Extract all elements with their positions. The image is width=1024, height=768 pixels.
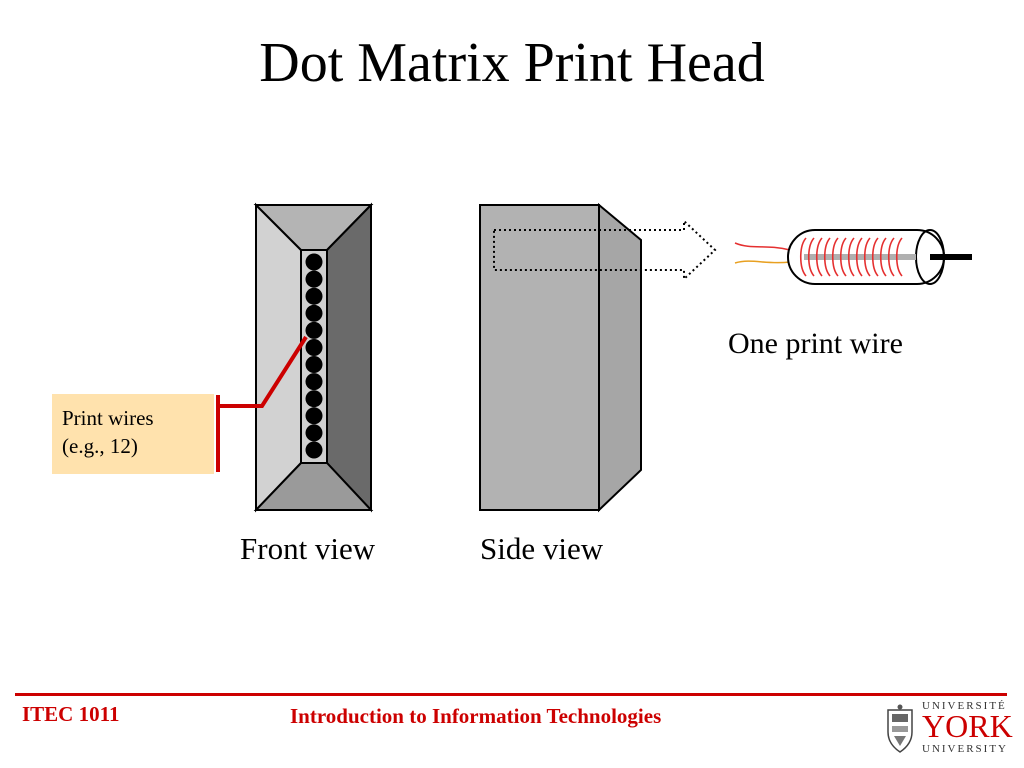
footer-divider — [15, 693, 1007, 696]
coil-winding — [831, 237, 839, 277]
solenoid-coil — [799, 237, 903, 277]
callout-line-1: Print wires — [62, 406, 154, 430]
course-code: ITEC 1011 — [22, 702, 120, 726]
logo-top-text: UNIVERSITÉ — [922, 700, 1007, 712]
print-pins — [305, 253, 323, 459]
slide-title: Dot Matrix Print Head — [259, 32, 765, 94]
york-crest-icon — [887, 704, 913, 753]
side-view-front-face — [479, 204, 600, 511]
callout-line-2: (e.g., 12) — [62, 434, 138, 458]
side-view-label: Side view — [480, 531, 604, 566]
front-view-right-face — [326, 202, 372, 513]
print-pin — [305, 339, 323, 356]
coil-winding — [887, 237, 895, 277]
print-pin — [305, 253, 323, 271]
coil-winding — [839, 237, 847, 277]
coil-winding — [815, 237, 823, 277]
side-view-side-face — [598, 202, 642, 513]
print-pin — [305, 441, 323, 459]
coil-winding — [871, 237, 879, 277]
print-wires-callout: Print wires (e.g., 12) — [52, 394, 214, 474]
coil-winding — [863, 237, 871, 277]
logo-bottom-text: UNIVERSITY — [922, 743, 1008, 755]
print-pin — [305, 321, 323, 339]
dotted-arrow — [493, 218, 717, 282]
coil-winding — [847, 237, 855, 277]
course-name: Introduction to Information Technologies — [290, 704, 662, 728]
print-pin — [305, 390, 323, 408]
front-view-label: Front view — [240, 531, 376, 566]
print-pin — [305, 407, 323, 425]
print-pin — [305, 424, 323, 442]
coil-winding — [823, 237, 831, 277]
coil-winding — [895, 237, 903, 277]
coil-winding — [879, 237, 887, 277]
coil-winding — [799, 237, 807, 277]
one-print-wire-label: One print wire — [728, 327, 903, 360]
print-pin — [305, 373, 323, 391]
side-view-print-head — [479, 202, 717, 513]
print-wires-pointer — [216, 335, 308, 472]
print-pin — [305, 287, 323, 305]
coil-winding — [855, 237, 863, 277]
print-pin — [305, 270, 323, 288]
print-wire-solenoid — [734, 229, 972, 285]
solenoid-core — [804, 254, 916, 260]
coil-winding — [807, 237, 815, 277]
logo-main-text: YORK — [922, 708, 1013, 744]
print-pin — [305, 356, 323, 373]
front-view-print-head — [253, 202, 374, 513]
york-university-logo: UNIVERSITÉ YORK UNIVERSITY — [884, 700, 1013, 758]
print-pin — [305, 304, 323, 322]
